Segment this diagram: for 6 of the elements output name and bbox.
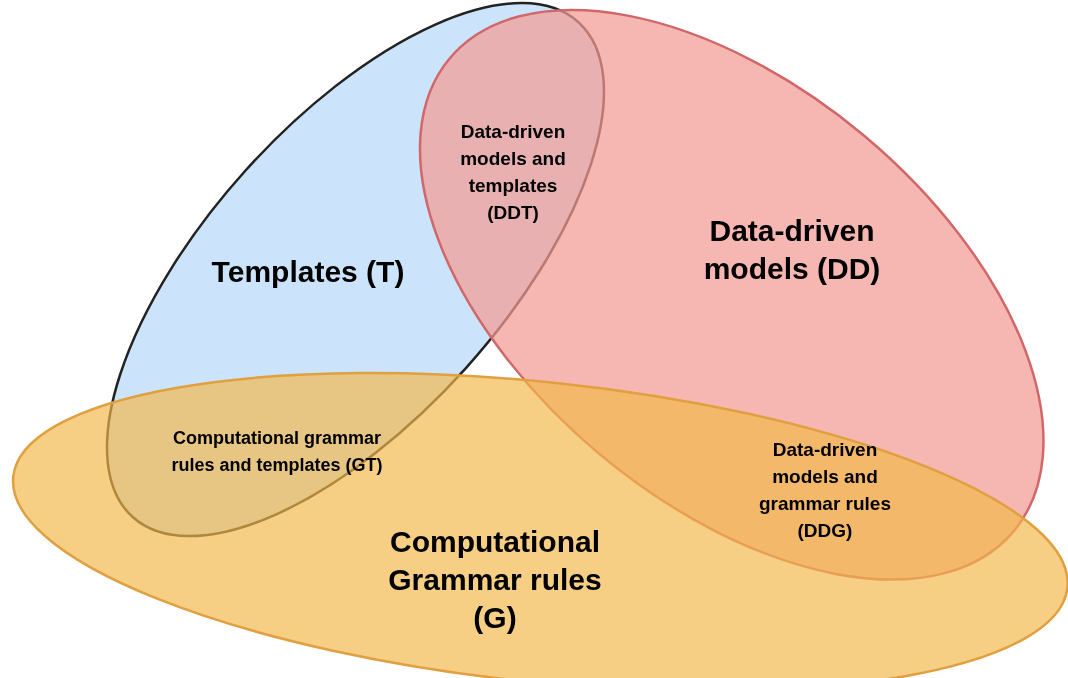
region-label: Templates (T)	[210, 254, 406, 290]
overlap-label: Data-driven models and templates (DDT)	[459, 120, 567, 225]
region-label: Data-driven models (DD)	[702, 213, 882, 287]
overlap-label: Computational grammar rules and templates (GT)	[171, 427, 383, 477]
overlap-label: Data-driven models and grammar rules (DDG)	[758, 438, 892, 543]
region-label: Computational Grammar rules (G)	[387, 524, 603, 636]
